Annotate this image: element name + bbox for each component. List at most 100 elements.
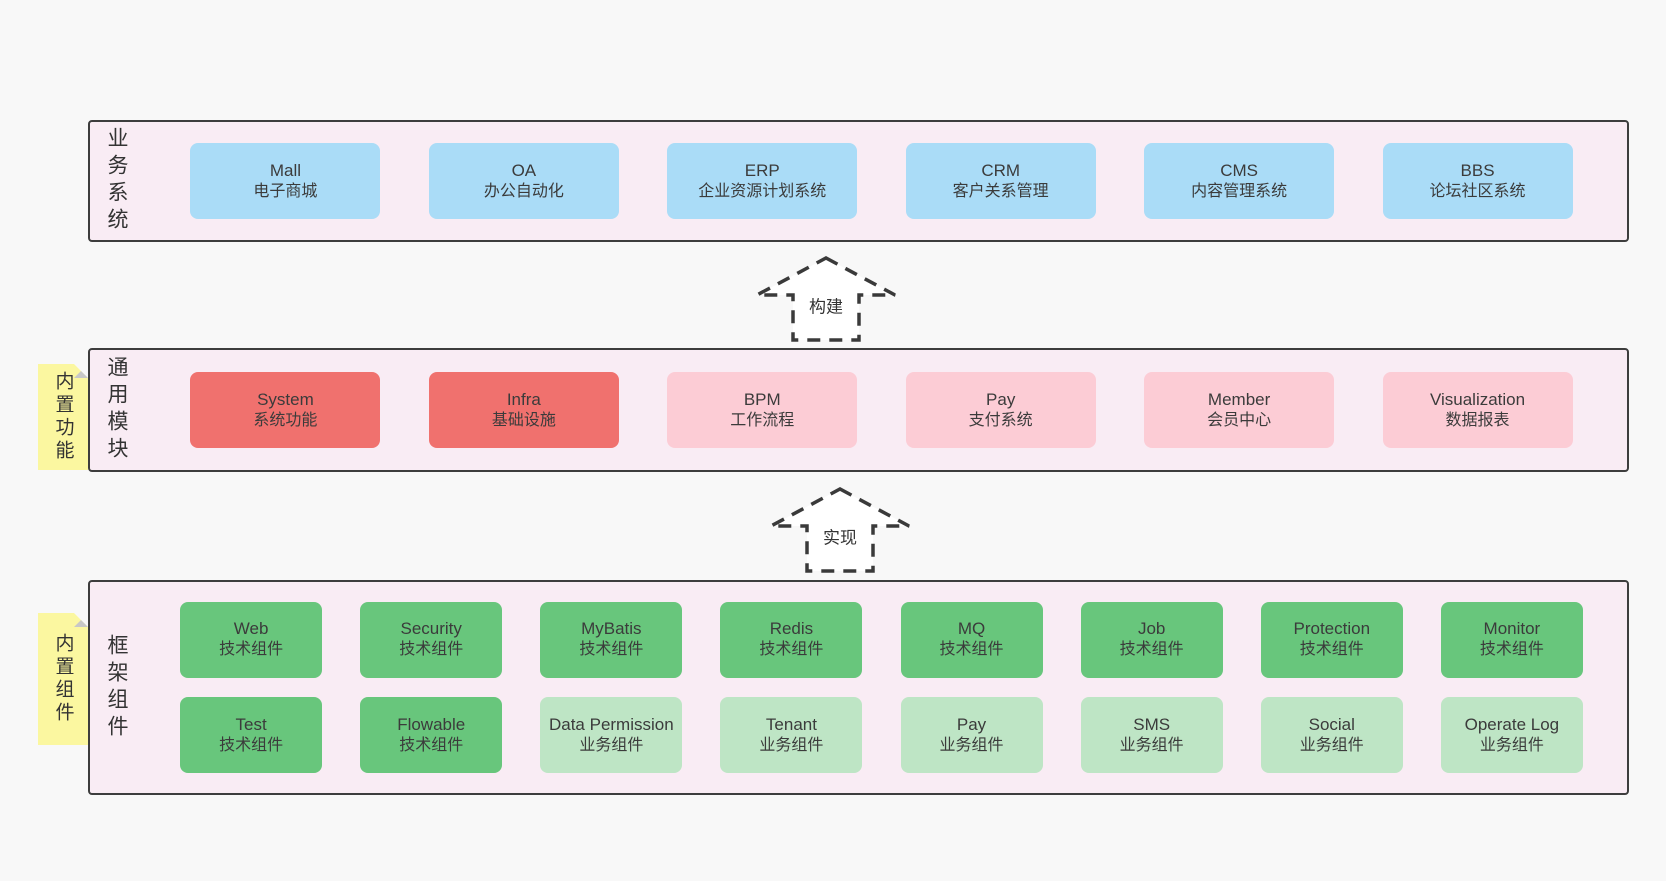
box-bpm: BPM 工作流程 [667,372,858,448]
box-name: Web [233,619,269,639]
band-framework-components-rows: Web 技术组件 Security 技术组件 MyBatis 技术组件 Redi… [142,582,1621,793]
band-business-systems: 业务系统 Mall 电子商城 OA 办公自动化 ERP 企业资源计划系统 CRM… [88,120,1629,242]
box-desc: 会员中心 [1207,411,1272,429]
box-name: CRM [981,160,1021,180]
sticky-note-text: 内置功能 [52,371,74,463]
box-mybatis: MyBatis 技术组件 [540,601,683,678]
box-visualization: Visualization 数据报表 [1382,372,1573,448]
box-test: Test 技术组件 [180,697,323,774]
box-name: Social [1308,714,1355,734]
box-desc: 业务组件 [1119,736,1184,754]
box-pay-business: Pay 业务组件 [900,697,1043,774]
band-common-modules-boxes: System 系统功能 Infra 基础设施 BPM 工作流程 Pay 支付系统… [142,350,1621,470]
box-data-permission: Data Permission 业务组件 [540,697,683,774]
dashed-up-arrow-icon [770,487,910,573]
box-system: System 系统功能 [190,372,381,448]
box-desc: 技术组件 [399,736,464,754]
box-desc: 基础设施 [491,411,556,429]
box-name: Redis [769,619,814,639]
box-desc: 企业资源计划系统 [698,182,827,200]
box-name: Security [400,619,462,639]
box-tenant: Tenant 业务组件 [720,697,863,774]
box-name: Flowable [397,714,466,734]
band-business-systems-label: 业务系统 [105,127,128,235]
box-sms: SMS 业务组件 [1080,697,1223,774]
box-name: SMS [1133,714,1171,734]
box-oa: OA 办公自动化 [428,143,619,219]
sticky-note-built-in-features: 内置功能 [38,364,88,470]
box-flowable: Flowable 技术组件 [360,697,503,774]
box-social: Social 业务组件 [1260,697,1403,774]
box-desc: 系统功能 [253,411,318,429]
box-name: ERP [744,160,780,180]
box-name: Pay [986,389,1016,409]
box-desc: 办公自动化 [483,182,564,200]
box-monitor: Monitor 技术组件 [1440,601,1583,678]
box-pay: Pay 支付系统 [905,372,1096,448]
box-desc: 技术组件 [1479,641,1544,659]
band-common-modules-label: 通用模块 [105,356,128,464]
box-operate-log: Operate Log 业务组件 [1440,697,1583,774]
box-name: CMS [1220,160,1258,180]
box-name: Protection [1293,619,1371,639]
box-cms: CMS 内容管理系统 [1144,143,1335,219]
band-framework-components: 框架组件 Web 技术组件 Security 技术组件 MyBatis 技术组件… [88,580,1629,795]
box-desc: 技术组件 [1299,641,1364,659]
box-job: Job 技术组件 [1080,601,1223,678]
box-crm: CRM 客户关系管理 [905,143,1096,219]
box-desc: 技术组件 [759,641,824,659]
box-desc: 业务组件 [939,736,1004,754]
box-name: Test [235,714,267,734]
box-desc: 电子商城 [253,182,318,200]
box-name: Data Permission [548,714,674,734]
box-desc: 业务组件 [1479,736,1544,754]
framework-row-2: Test 技术组件 Flowable 技术组件 Data Permission … [142,697,1621,774]
box-name: BBS [1460,160,1495,180]
arrow-implement-label: 实现 [823,528,857,548]
box-desc: 内容管理系统 [1191,182,1288,200]
box-name: Visualization [1429,389,1526,409]
box-redis: Redis 技术组件 [720,601,863,678]
box-name: Monitor [1483,619,1541,639]
box-desc: 技术组件 [939,641,1004,659]
box-infra: Infra 基础设施 [428,372,619,448]
box-desc: 客户关系管理 [952,182,1049,200]
box-name: MyBatis [581,619,642,639]
arrow-implement: 实现 [765,485,915,575]
box-mq: MQ 技术组件 [900,601,1043,678]
box-name: Mall [269,160,301,180]
sticky-note-text: 内置组件 [52,633,74,725]
box-desc: 论坛社区系统 [1429,182,1526,200]
box-web: Web 技术组件 [180,601,323,678]
band-common-modules: 通用模块 System 系统功能 Infra 基础设施 BPM 工作流程 Pay… [88,348,1629,472]
box-mall: Mall 电子商城 [190,143,381,219]
box-protection: Protection 技术组件 [1260,601,1403,678]
box-member: Member 会员中心 [1144,372,1335,448]
box-desc: 工作流程 [730,411,795,429]
box-desc: 业务组件 [759,736,824,754]
box-name: Pay [956,714,987,734]
framework-row-1: Web 技术组件 Security 技术组件 MyBatis 技术组件 Redi… [142,601,1621,678]
box-name: Operate Log [1464,714,1560,734]
box-desc: 技术组件 [1119,641,1184,659]
box-name: OA [511,160,537,180]
arrow-build: 构建 [751,254,901,344]
box-name: MQ [957,619,986,639]
box-desc: 支付系统 [968,411,1033,429]
box-name: Member [1207,389,1271,409]
box-name: BPM [743,389,781,409]
box-name: Tenant [765,714,817,734]
box-name: Infra [506,389,541,409]
box-desc: 技术组件 [399,641,464,659]
box-bbs: BBS 论坛社区系统 [1382,143,1573,219]
sticky-note-built-in-components: 内置组件 [38,613,88,745]
box-name: Job [1137,619,1166,639]
arrow-build-label: 构建 [809,297,843,317]
box-desc: 业务组件 [1299,736,1364,754]
box-desc: 技术组件 [219,736,284,754]
box-desc: 业务组件 [579,736,644,754]
sticky-fold-corner [74,364,88,378]
box-name: System [257,389,314,409]
dashed-up-arrow-icon [756,256,896,342]
box-erp: ERP 企业资源计划系统 [667,143,858,219]
